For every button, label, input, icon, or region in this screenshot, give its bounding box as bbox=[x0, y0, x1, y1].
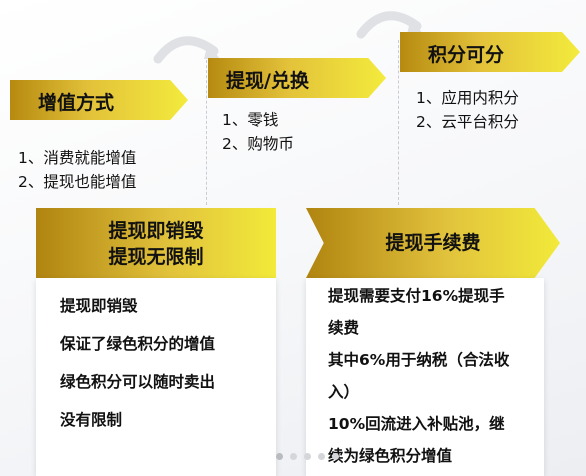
panel-title-line: 提现即销毁 bbox=[108, 220, 204, 242]
panel-line: 绿色积分可以随时卖出 bbox=[60, 373, 216, 391]
panel-line: 10%回流进入补贴池，继 bbox=[328, 415, 505, 433]
panel-line: 提现即销毁 bbox=[60, 297, 138, 315]
carousel-dot[interactable] bbox=[276, 453, 283, 460]
step-title-2: 提现/兑换 bbox=[226, 70, 309, 92]
step-list-1: 1、消费就能增值 2、提现也能增值 bbox=[18, 146, 136, 194]
panel-line: 提现需要支付16%提现手 bbox=[328, 287, 505, 305]
carousel-dots bbox=[276, 453, 339, 460]
panel-body-right: 提现需要支付16%提现手 续费 其中6%用于纳税（合法收 入） 10%回流进入补… bbox=[306, 278, 544, 476]
carousel-dot[interactable] bbox=[290, 453, 297, 460]
list-item: 1、零钱 bbox=[222, 111, 279, 129]
step-arrow-1 bbox=[10, 80, 188, 120]
panel-title-right: 提现手续费 bbox=[385, 232, 481, 254]
divider bbox=[398, 40, 399, 205]
list-item: 2、提现也能增值 bbox=[18, 173, 137, 191]
step-list-3: 1、应用内积分 2、云平台积分 bbox=[416, 86, 519, 134]
panel-header-left bbox=[36, 208, 276, 278]
panel-title-left: 提现即销毁 提现无限制 bbox=[36, 218, 276, 270]
carousel-dot[interactable] bbox=[304, 453, 311, 460]
panel-line: 续为绿色积分增值 bbox=[328, 447, 453, 465]
panel-line: 续费 bbox=[328, 319, 360, 337]
step-title-1: 增值方式 bbox=[38, 92, 115, 114]
step-list-2: 1、零钱 2、购物币 bbox=[222, 108, 294, 156]
curve-arrow-icon bbox=[356, 11, 423, 39]
list-item: 2、购物币 bbox=[222, 135, 294, 153]
panel-line: 保证了绿色积分的增值 bbox=[60, 335, 216, 353]
panel-line: 入） bbox=[328, 383, 360, 401]
step-title-3: 积分可分 bbox=[428, 44, 505, 66]
curve-arrow-icon bbox=[153, 36, 220, 64]
panel-title-line: 提现无限制 bbox=[108, 246, 204, 268]
list-item: 1、消费就能增值 bbox=[18, 149, 137, 167]
carousel-dot[interactable] bbox=[332, 453, 339, 460]
panel-line: 其中6%用于纳税（合法收 bbox=[328, 351, 510, 369]
panel-line: 没有限制 bbox=[60, 411, 123, 429]
list-item: 2、云平台积分 bbox=[416, 113, 519, 131]
step-arrow-2 bbox=[208, 58, 386, 98]
list-item: 1、应用内积分 bbox=[416, 89, 519, 107]
panel-header-right bbox=[306, 208, 560, 278]
carousel-dot[interactable] bbox=[318, 453, 325, 460]
panel-body-left: 提现即销毁 保证了绿色积分的增值 绿色积分可以随时卖出 没有限制 bbox=[36, 278, 276, 476]
step-arrow-3 bbox=[400, 32, 580, 72]
divider bbox=[206, 60, 207, 205]
